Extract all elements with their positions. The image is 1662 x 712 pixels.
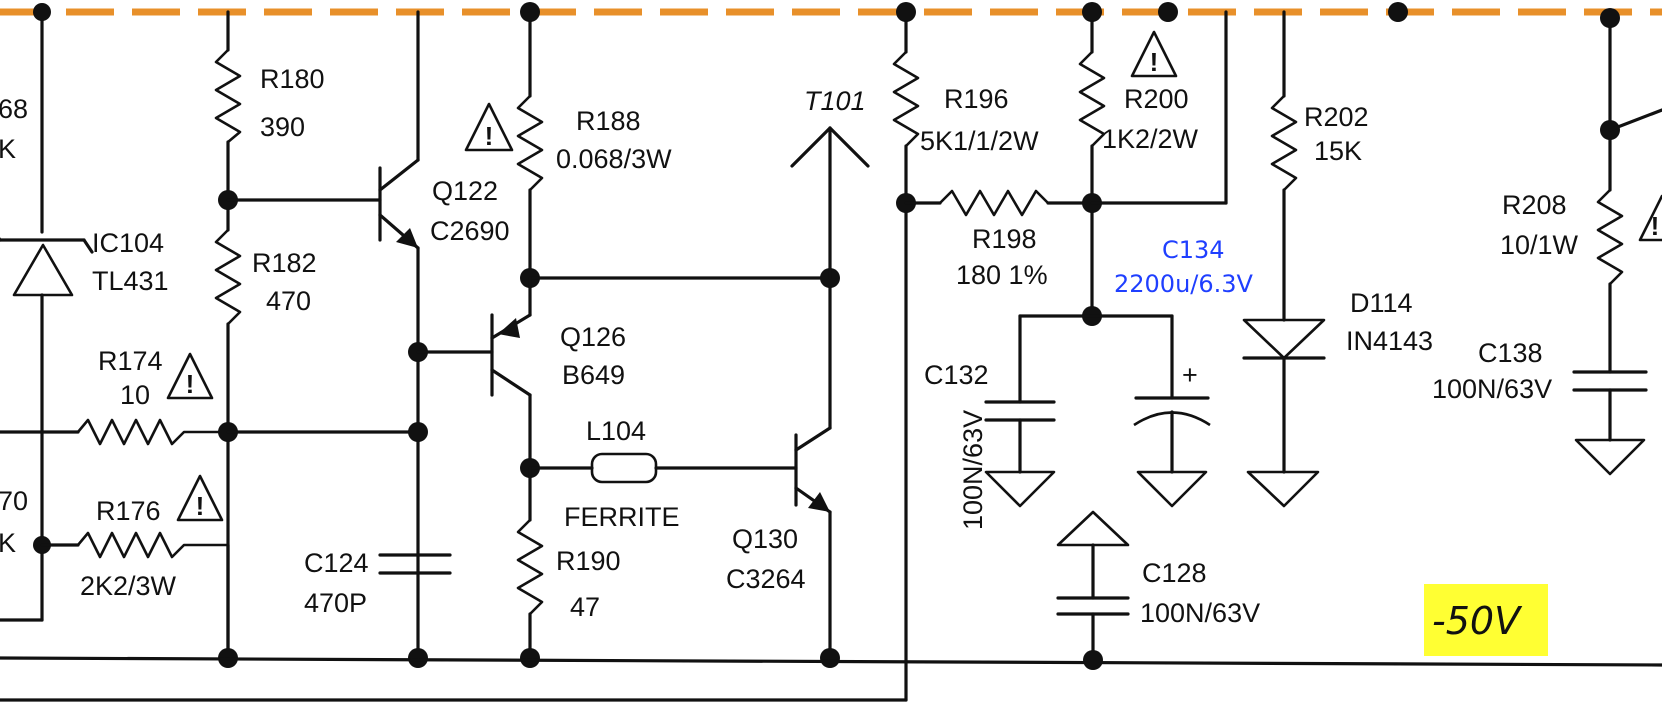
- r198-value: 180 1%: [956, 260, 1048, 290]
- resistor-r182: [214, 190, 242, 668]
- c132-value: 100N/63V: [958, 410, 988, 530]
- bottom-rail: [0, 656, 1662, 667]
- svg-text:!: !: [1651, 211, 1660, 241]
- svg-text:!: !: [485, 121, 494, 151]
- r174-value: 10: [120, 380, 150, 410]
- q126-name: Q126: [560, 322, 626, 352]
- r190-name: R190: [556, 546, 621, 576]
- c128-name: C128: [1142, 558, 1207, 588]
- transistor-q122: [378, 10, 428, 668]
- r202-name: R202: [1304, 102, 1369, 132]
- r200-value: 1K2/2W: [1102, 124, 1199, 154]
- r168-partial-label: 68: [0, 94, 28, 124]
- r196-name: R196: [944, 84, 1009, 114]
- t101-name: T101: [804, 86, 866, 116]
- r200-name: R200: [1124, 84, 1189, 114]
- d114-name: D114: [1350, 288, 1413, 318]
- l104-name: L104: [586, 416, 646, 446]
- capacitor-c128: [1056, 510, 1130, 670]
- svg-text:!: !: [196, 491, 205, 521]
- resistor-r174: [77, 418, 228, 446]
- resistor-r198: [904, 189, 1094, 217]
- capacitor-c138: [1572, 370, 1648, 476]
- resistor-r200: [1078, 2, 1106, 326]
- transistor-q130: [794, 268, 840, 668]
- ic104-section: [0, 3, 94, 622]
- c124-value: 470P: [304, 588, 367, 618]
- c134-name: C134: [1162, 236, 1225, 264]
- r180-name: R180: [260, 64, 325, 94]
- r188-value: 0.068/3W: [556, 144, 672, 174]
- q122-name: Q122: [432, 176, 498, 206]
- resistor-r208: [1596, 8, 1662, 374]
- r182-value: 470: [266, 286, 311, 316]
- k-partial-label: K: [0, 134, 16, 164]
- k-partial-label-2: K: [0, 528, 16, 558]
- resistor-r202: [1270, 10, 1298, 322]
- q126-part: B649: [562, 360, 625, 390]
- r208-name: R208: [1502, 190, 1567, 220]
- c138-value: 100N/63V: [1432, 374, 1552, 404]
- r176-name: R176: [96, 496, 161, 526]
- r198-name: R198: [972, 224, 1037, 254]
- transformer-t101-arrow: [790, 126, 870, 280]
- capacitor-c134: [1133, 314, 1211, 508]
- svg-text:!: !: [1150, 47, 1159, 77]
- warning-icon: !: [176, 474, 224, 522]
- resistor-r196: [892, 2, 920, 702]
- c134-plus: +: [1182, 360, 1198, 390]
- warning-icon: !: [464, 102, 514, 152]
- resistor-r180: [214, 10, 242, 232]
- r208-value: 10/1W: [1500, 230, 1579, 260]
- d114-part: IN4143: [1346, 326, 1433, 356]
- r174-name: R174: [98, 346, 163, 376]
- svg-text:!: !: [186, 369, 195, 399]
- warning-icon: !: [166, 352, 214, 400]
- r182-name: R182: [252, 248, 317, 278]
- c132-name: C132: [924, 360, 989, 390]
- inductor-l104: [528, 452, 798, 484]
- r196-value: 5K1/1/2W: [920, 126, 1039, 156]
- l104-note: FERRITE: [564, 502, 680, 532]
- r176-value: 2K2/3W: [80, 571, 177, 601]
- voltage-highlight: [1424, 584, 1548, 656]
- resistor-r190: [516, 466, 544, 668]
- r170-partial-label: 70: [0, 486, 28, 516]
- q130-name: Q130: [732, 524, 798, 554]
- ic104-name: IC104: [92, 228, 164, 258]
- voltage-tag: -50V: [1432, 599, 1523, 643]
- capacitor-c132: [984, 314, 1174, 508]
- r188-name: R188: [576, 106, 641, 136]
- r190-value: 47: [570, 592, 600, 622]
- c134-value: 2200u/6.3V: [1114, 270, 1254, 298]
- r180-value: 390: [260, 112, 305, 142]
- q130-part: C3264: [726, 564, 806, 594]
- resistor-r188: [516, 2, 544, 288]
- c124-name: C124: [304, 548, 369, 578]
- r202-value: 15K: [1314, 136, 1362, 166]
- warning-icon: !: [1638, 194, 1662, 242]
- capacitor-c124: [378, 553, 452, 575]
- q122-part: C2690: [430, 216, 510, 246]
- c128-value: 100N/63V: [1140, 598, 1260, 628]
- warning-icon: !: [1130, 30, 1178, 78]
- diode-d114: [1242, 318, 1326, 508]
- transistor-q126: [416, 276, 540, 478]
- ic104-part: TL431: [92, 266, 169, 296]
- c138-name: C138: [1478, 338, 1543, 368]
